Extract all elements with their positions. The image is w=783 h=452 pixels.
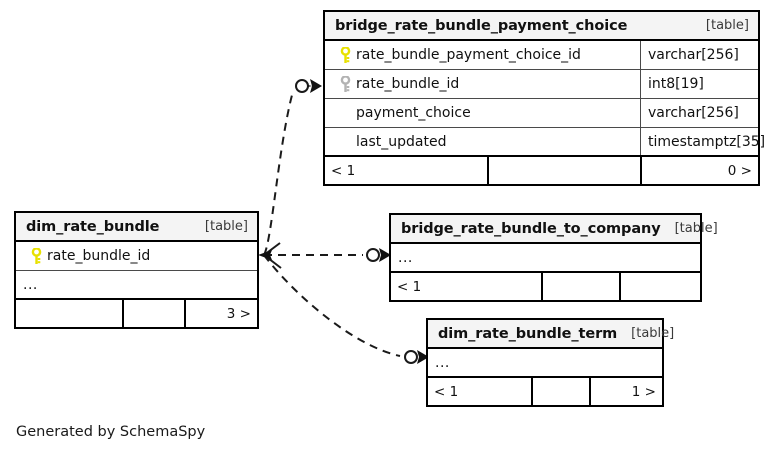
table-row[interactable]: rate_bundle_id (16, 242, 257, 271)
column-label: ... (398, 249, 413, 266)
edge-dim-rate-bundle-to-payment-choice (263, 79, 322, 256)
table-header: bridge_rate_bundle_payment_choice [table… (325, 12, 758, 41)
column-label: rate_bundle_id (47, 248, 151, 264)
table-footer: 3 > (16, 300, 257, 327)
column-name-cell: ... (428, 355, 662, 371)
table-row[interactable]: ... (16, 271, 257, 300)
source-crowsfoot-dim-rate-bundle (258, 242, 282, 269)
table-type-tag: [table] (204, 219, 248, 234)
footer-middle (543, 273, 621, 300)
table-type-tag: [table] (674, 221, 718, 236)
table-row[interactable]: payment_choice varchar[256] (325, 99, 758, 128)
column-label: payment_choice (356, 105, 471, 121)
column-type-label: int8[19] (648, 76, 704, 92)
key-icon-primary (334, 46, 356, 64)
footer-child-count: 3 > (226, 305, 251, 322)
column-name-cell: last_updated (325, 134, 640, 150)
column-type-cell: varchar[256] (640, 41, 758, 69)
footer-child-count (621, 273, 700, 300)
column-name-cell: rate_bundle_id (16, 247, 257, 265)
footer-parent-count: < 1 (391, 273, 543, 300)
footer-parent-count: < 1 (325, 157, 489, 184)
column-name-cell: payment_choice (325, 105, 640, 121)
column-name-cell: rate_bundle_payment_choice_id (325, 46, 640, 64)
table-title: bridge_rate_bundle_payment_choice (335, 17, 628, 34)
column-type-label: varchar[256] (648, 105, 739, 121)
table-row[interactable]: ... (391, 244, 700, 273)
edge-dim-rate-bundle-to-company (264, 248, 391, 262)
table-header: dim_rate_bundle_term [table] (428, 320, 674, 349)
generated-by-credit: Generated by SchemaSpy (16, 424, 206, 440)
key-icon-primary (25, 247, 47, 265)
table-row[interactable]: ... (428, 349, 662, 378)
footer-child-count: 0 > (727, 162, 752, 179)
footer-middle (533, 378, 591, 405)
footer-middle (489, 157, 642, 184)
column-label: last_updated (356, 133, 447, 150)
table-header: dim_rate_bundle [table] (16, 213, 257, 242)
footer-middle (124, 300, 186, 327)
table-title: dim_rate_bundle (26, 218, 160, 235)
column-name-cell: rate_bundle_id (325, 75, 640, 93)
table-footer: < 1 0 > (325, 157, 758, 184)
table-row[interactable]: last_updated timestamptz[35] (325, 128, 765, 157)
table-header: bridge_rate_bundle_to_company [table] (391, 215, 718, 244)
column-name-cell: ... (16, 277, 257, 293)
footer-parent-count (16, 300, 124, 327)
column-label: ... (23, 276, 38, 293)
column-label: rate_bundle_payment_choice_id (356, 47, 581, 63)
column-type-cell: timestamptz[35] (640, 128, 765, 155)
table-row[interactable]: rate_bundle_payment_choice_id varchar[25… (325, 41, 758, 70)
column-type-label: timestamptz[35] (648, 133, 766, 150)
column-type-label: varchar[256] (648, 47, 739, 63)
footer-parent-count: < 1 (428, 378, 533, 405)
table-type-tag: [table] (631, 326, 675, 341)
table-dim-rate-bundle[interactable]: dim_rate_bundle [table] rate_bundle_id .… (14, 211, 259, 329)
column-label: ... (435, 354, 450, 371)
column-label: rate_bundle_id (356, 76, 460, 92)
table-bridge-rate-bundle-payment-choice[interactable]: bridge_rate_bundle_payment_choice [table… (323, 10, 765, 186)
table-footer: < 1 (391, 273, 700, 300)
column-type-cell: int8[19] (640, 70, 758, 98)
column-name-cell: ... (391, 250, 700, 266)
table-title: dim_rate_bundle_term (438, 325, 618, 342)
table-row[interactable]: rate_bundle_id int8[19] (325, 70, 758, 99)
column-type-cell: varchar[256] (640, 99, 758, 127)
key-icon-foreign (334, 75, 356, 93)
table-title: bridge_rate_bundle_to_company (401, 220, 661, 237)
table-dim-rate-bundle-term[interactable]: dim_rate_bundle_term [table] ... < 1 1 > (426, 318, 674, 407)
footer-child-count: 1 > (631, 383, 656, 400)
table-bridge-rate-bundle-to-company[interactable]: bridge_rate_bundle_to_company [table] ..… (389, 213, 718, 302)
table-footer: < 1 1 > (428, 378, 662, 405)
table-type-tag: [table] (705, 18, 749, 33)
